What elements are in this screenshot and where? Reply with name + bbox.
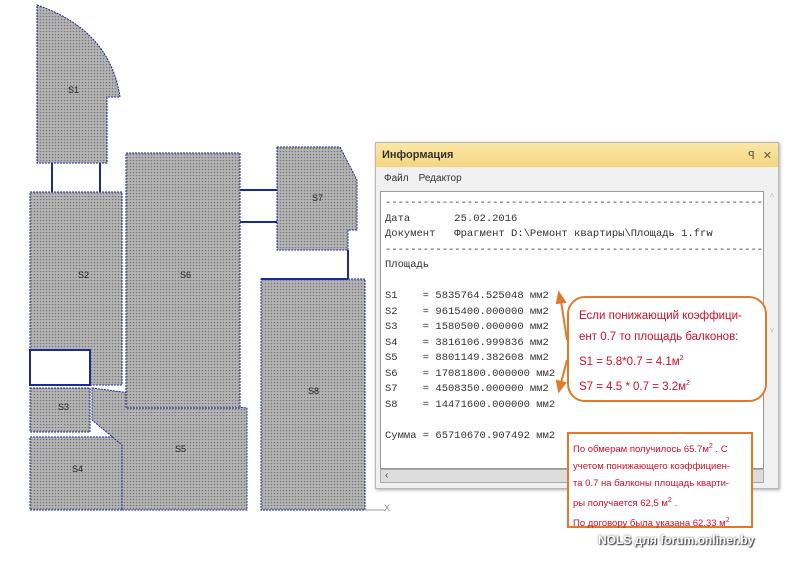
report-line: ----------------------------------------… bbox=[385, 243, 764, 256]
window-title: Информация bbox=[382, 149, 454, 161]
room-s4 bbox=[29, 436, 123, 511]
axis-label-x: X bbox=[384, 503, 391, 513]
callout1-line2: ент 0.7 то площадь балконов: bbox=[579, 331, 739, 343]
report-line: S8 = 14471600.000000 мм2 bbox=[385, 398, 556, 411]
report-line: ----------------------------------------… bbox=[385, 197, 764, 209]
room-label-s4: S4 bbox=[72, 464, 84, 474]
report-line: Сумма = 65710670.907492 мм2 bbox=[385, 429, 556, 442]
balcony-coefficient-callout: Если понижающий коэффици- ент 0.7 то пло… bbox=[567, 296, 767, 402]
vertical-scrollbar[interactable]: ˄˅ bbox=[769, 191, 775, 335]
room-s8 bbox=[260, 278, 366, 511]
report-line: S2 = 9615400.000000 мм2 bbox=[385, 305, 549, 318]
room-label-s6: S6 bbox=[180, 270, 192, 280]
room-s3 bbox=[29, 387, 91, 433]
room-label-s7: S7 bbox=[312, 193, 324, 203]
callout1-line1: Если понижающий коэффици- bbox=[579, 310, 742, 322]
callout1-line4: S7 = 4.5 * 0.7 = 3.2м2 bbox=[579, 379, 690, 393]
report-line: S1 = 5835764.525048 мм2 bbox=[385, 290, 549, 302]
room-s1 bbox=[36, 4, 121, 164]
room-label-s3: S3 bbox=[58, 402, 70, 412]
report-line: Дата 25.02.2016 bbox=[385, 212, 518, 225]
report-line bbox=[385, 274, 759, 290]
report-line: Площадь bbox=[385, 259, 430, 271]
pin-icon[interactable]: ꟼ bbox=[748, 149, 755, 162]
watermark: NOLS для forum.onliner.by bbox=[598, 533, 755, 547]
menu-file[interactable]: Файл bbox=[384, 172, 409, 184]
room-s6 bbox=[125, 152, 241, 409]
room-label-s2: S2 bbox=[78, 270, 90, 280]
report-line: S7 = 4508350.000000 мм2 bbox=[385, 383, 549, 395]
callout2-line5: По договору была указана 62.33 м2 bbox=[573, 517, 730, 530]
callout1-line3: S1 = 5.8*0.7 = 4.1м2 bbox=[579, 355, 684, 368]
room-label-s1: S1 bbox=[68, 85, 80, 95]
report-line: S4 = 3816106.999836 мм2 bbox=[385, 336, 549, 349]
report-line: S5 = 8801149.382608 мм2 bbox=[385, 352, 549, 364]
walls bbox=[51, 163, 349, 280]
room-label-s5: S5 bbox=[175, 444, 187, 454]
menu-bar: Файл Редактор bbox=[376, 167, 778, 189]
menu-editor[interactable]: Редактор bbox=[418, 172, 462, 184]
report-line bbox=[385, 413, 759, 429]
room-s5 bbox=[91, 387, 248, 511]
notch bbox=[29, 349, 91, 386]
floor-plan bbox=[29, 4, 385, 511]
close-icon[interactable]: ✕ bbox=[762, 149, 772, 162]
report-line: S6 = 17081800.000000 мм2 bbox=[385, 367, 556, 380]
total-area-callout: По обмерам получилось 65.7м2 . С учетом … bbox=[567, 432, 753, 529]
callout2-line1: По обмерам получилось 65.7м2 . С bbox=[573, 443, 728, 456]
room-s7 bbox=[276, 146, 358, 251]
room-label-s8: S8 bbox=[308, 386, 320, 396]
callout2-line4: ры получается 62,5 м2 . bbox=[573, 497, 678, 510]
callout2-line3: та 0.7 на балконы площадь кварти- bbox=[573, 478, 730, 490]
callout2-line2: учетом понижающего коэффициен- bbox=[573, 461, 731, 473]
report-line: Документ Фрагмент D:\Ремонт квартиры\Пло… bbox=[385, 228, 713, 240]
report-line: S3 = 1580500.000000 мм2 bbox=[385, 321, 549, 333]
title-bar: Информация ꟼ ✕ bbox=[376, 143, 778, 167]
